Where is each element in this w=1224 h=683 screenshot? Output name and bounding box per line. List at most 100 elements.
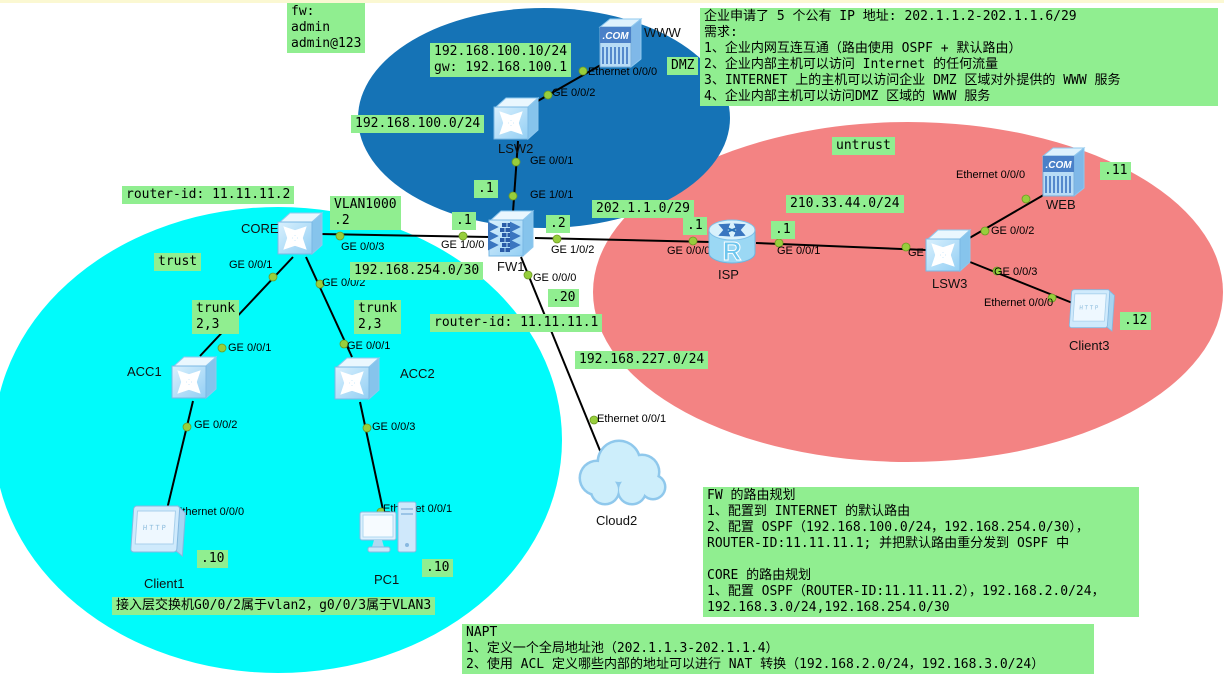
port-label: GE 1/0/2 [551,244,595,256]
port-dot [362,423,372,433]
label-fw-router-id: router-id: 11.11.11.1 [430,314,603,332]
label-fw-left-dot1: .1 [452,212,476,230]
port-label: GE 0/0/1 [347,340,391,352]
label-zone-dmz-label: DMZ [667,57,699,75]
label-requirements: 企业申请了 5 个公有 IP 地址: 202.1.1.2-202.1.1.6/2… [700,8,1218,106]
label-client1-dot10: .10 [197,550,229,568]
label-routing-plan: FW 的路由规划 1、配置到 INTERNET 的默认路由 2、配置 OSPF（… [703,487,1139,617]
label-napt-plan: NAPT 1、定义一个全局地址池（202.1.1.3-202.1.1.4） 2、… [462,624,1094,674]
label-fw-lsw2-dot1: .1 [474,180,498,198]
svg-text:R: R [723,236,742,266]
client-icon-client3[interactable]: HTTP [1062,288,1120,336]
port-dot [458,231,468,241]
port-label: GE 0/0/3 [341,241,385,253]
label-zone-trust-label: trust [154,253,202,271]
device-label-acc1: ACC1 [127,364,162,379]
zone-trust-ellipse [0,207,562,673]
label-access-vlan-note: 接入层交换机G0/0/2属于vlan2，g0/0/3属于VLAN3 [112,597,436,615]
switch-icon-lsw3[interactable] [924,228,972,274]
port-label: GE 0/0/3 [372,421,416,433]
link-line [199,256,294,357]
port-label: Ethernet 0/0/0 [588,66,658,78]
port-dot [543,90,553,100]
device-label-client3: Client3 [1069,338,1110,353]
port-dot [589,415,599,425]
port-label: GE 1/0/1 [530,189,574,201]
device-label-www: WWW [644,25,681,40]
port-dot [552,234,562,244]
client-icon-client1[interactable]: HTTP [126,504,188,562]
svg-text:HTTP: HTTP [1079,306,1100,312]
device-label-isp: ISP [718,267,739,282]
port-dot [182,422,192,432]
device-label-lsw3: LSW3 [932,276,968,291]
label-fw-down-dot20: .20 [548,289,580,307]
label-pc1-dot10: .10 [422,559,454,577]
port-label: GE 0/0/3 [994,266,1038,278]
port-dot [339,339,349,349]
device-label-core: CORE [241,221,279,236]
port-label: GE 0/0/2 [194,419,238,431]
server-icon-www[interactable]: .COM [598,17,643,68]
switch-icon-acc2[interactable] [333,356,381,402]
label-isp-right-dot1: .1 [771,221,795,239]
port-dot [335,231,345,241]
link-line [969,261,1081,307]
label-trunk-right: trunk 2,3 [354,300,402,334]
label-fw-right-dot2: .2 [546,215,570,233]
port-label: Ethernet 0/0/0 [956,169,1026,181]
port-dot [268,272,278,282]
port-dot [901,242,911,252]
link-line [520,256,602,454]
router-icon-isp[interactable]: R [706,217,758,267]
port-dot [315,279,325,289]
label-net-202-1-1: 202.1.1.0/29 [592,200,694,218]
port-label: GE 0/0/2 [322,277,366,289]
switch-icon-lsw2[interactable] [492,96,540,142]
label-core-router-id: router-id: 11.11.11.2 [122,186,295,204]
link-line [534,237,711,243]
device-label-pc1: PC1 [374,572,400,587]
label-web-dot11: .11 [1100,162,1132,180]
link-line [965,192,1048,241]
device-label-fw1: FW1 [497,259,525,274]
top-strip [0,0,1224,3]
server-icon-web[interactable]: .COM [1041,146,1086,197]
switch-icon-core[interactable] [276,211,324,257]
label-fw-credentials: fw: admin admin@123 [287,3,366,53]
link-line [359,401,387,525]
label-www-ip: 192.168.100.10/24 gw: 192.168.100.1 [430,43,572,77]
port-dot [523,270,533,280]
port-label: GE 0/0/0 [533,272,577,284]
label-vlan1000: VLAN1000 .2 [330,196,401,230]
port-dot [774,238,784,248]
label-net-192-168-100: 192.168.100.0/24 [351,115,485,133]
device-label-lsw2: LSW2 [498,141,534,156]
label-net-192-168-254: 192.168.254.0/30 [350,262,484,280]
label-net-210-33-44: 210.33.44.0/24 [786,195,904,213]
port-dot [688,236,698,246]
cloud-icon-cloud2[interactable] [572,430,667,512]
pc-icon-pc1[interactable] [359,500,419,564]
firewall-icon-fw1[interactable] [487,208,535,259]
port-dot [578,66,588,76]
port-label: Ethernet 0/0/0 [984,297,1054,309]
port-label: GE 0/0/1 [530,155,574,167]
port-dot [1047,293,1057,303]
port-dot [511,157,521,167]
label-isp-left-dot1: .1 [683,217,707,235]
port-dot [992,266,1002,276]
switch-icon-acc1[interactable] [170,355,218,401]
port-label: GE 1/0/0 [441,239,485,251]
label-net-192-168-227: 192.168.227.0/24 [575,351,709,369]
port-dot [980,226,990,236]
device-label-acc2: ACC2 [400,366,435,381]
port-dot [1021,194,1031,204]
port-label: Ethernet 0/0/1 [597,413,667,425]
link-line [162,400,194,527]
port-label: GE 0/0/1 [777,245,821,257]
label-trunk-left: trunk 2,3 [192,300,240,334]
label-zone-untrust-label: untrust [832,137,895,155]
